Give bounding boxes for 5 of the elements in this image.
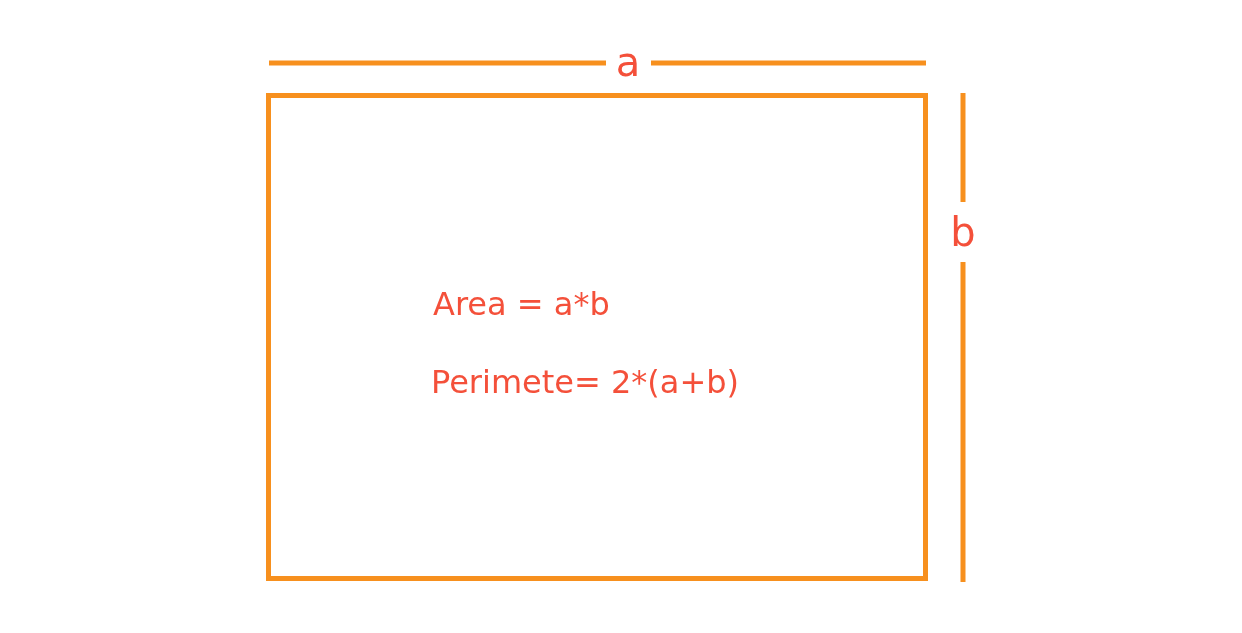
rectangle [266, 93, 928, 581]
formula-text: Perimete= 2*(a+b) [431, 366, 740, 398]
formula-text: Area = a*b [433, 288, 610, 320]
dimension-label: a [615, 42, 641, 82]
dimension-label: b [950, 212, 976, 252]
